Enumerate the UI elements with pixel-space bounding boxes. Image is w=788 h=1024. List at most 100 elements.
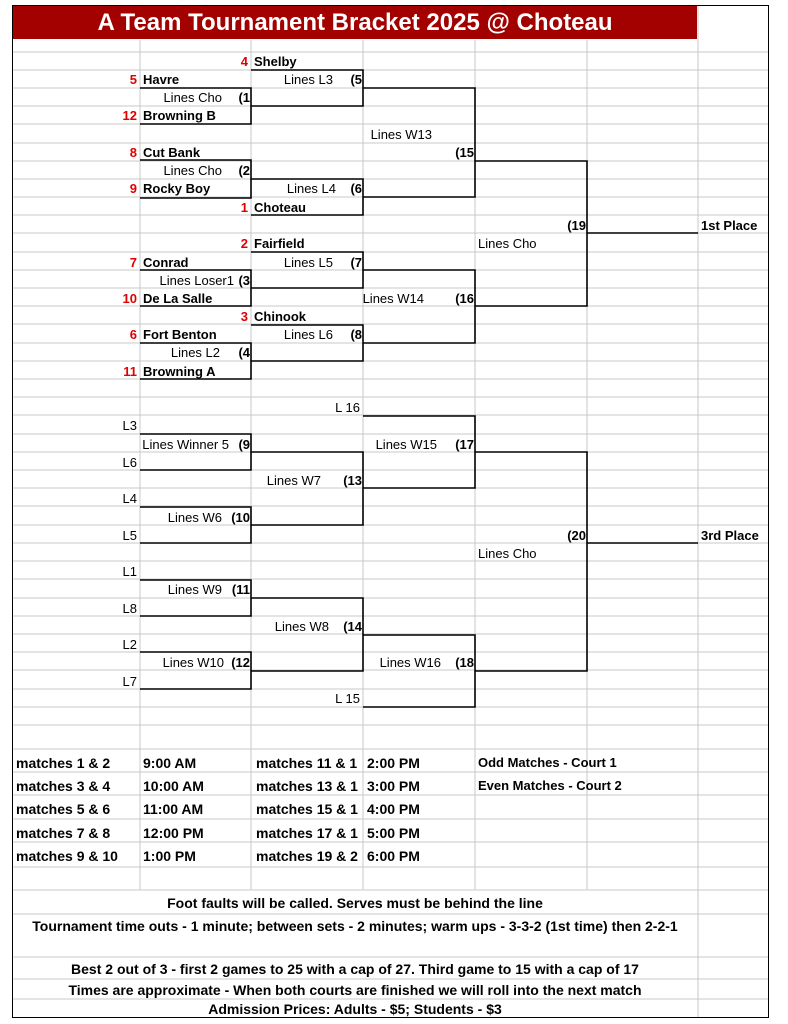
seed: 12: [122, 108, 137, 123]
lines-label: Lines Winner 5: [142, 437, 229, 452]
schedule-match: matches 9 & 10: [16, 848, 118, 864]
match-number: (9: [238, 437, 250, 452]
lines-label: Lines Cho: [163, 90, 222, 105]
lines-label: Lines L6: [283, 327, 333, 342]
schedule-match: matches 13 & 1: [256, 778, 358, 794]
lines-label: Lines Cho: [478, 236, 537, 251]
rule-line: Best 2 out of 3 - first 2 games to 25 wi…: [71, 961, 639, 977]
first-place-label: 1st Place: [701, 218, 758, 233]
match-number: (5: [350, 72, 362, 87]
schedule-match: matches 3 & 4: [16, 778, 111, 794]
seed: 9: [129, 181, 137, 196]
team-name: Shelby: [254, 54, 297, 69]
lines-label: Lines Loser1: [159, 273, 234, 288]
loser-slot: L7: [122, 674, 137, 689]
rule-line: Admission Prices: Adults - $5; Students …: [208, 1001, 502, 1017]
loser-slot: L5: [122, 528, 137, 543]
lines-label: Lines W7: [266, 473, 321, 488]
lines-label: Lines W16: [379, 655, 441, 670]
team-name: Fairfield: [254, 236, 305, 251]
lines-label: Lines L4: [286, 181, 336, 196]
lines-label: Lines L5: [283, 255, 333, 270]
team-name: Chinook: [254, 309, 306, 324]
team-name: Cut Bank: [143, 145, 201, 160]
schedule-time: 1:00 PM: [143, 848, 196, 864]
match-number: (1: [238, 90, 250, 105]
match-number: (11: [231, 582, 250, 597]
seed: 3: [240, 309, 248, 324]
loser-slot: L8: [122, 601, 137, 616]
lines-label: L 15: [335, 691, 360, 706]
match-number: (14: [343, 619, 362, 634]
lines-label: Lines W13: [370, 127, 432, 142]
court-note: Even Matches - Court 2: [478, 778, 622, 793]
schedule-time: 5:00 PM: [367, 825, 420, 841]
schedule-time: 9:00 AM: [143, 755, 197, 771]
seed: 7: [129, 255, 137, 270]
lines-label: Lines Cho: [163, 163, 222, 178]
schedule-match: matches 11 & 1: [256, 755, 358, 771]
team-name: Choteau: [254, 200, 306, 215]
schedule-match: matches 17 & 1: [256, 825, 358, 841]
lines-label: Lines W9: [167, 582, 222, 597]
match-number: (10: [231, 510, 250, 525]
seed: 2: [240, 236, 248, 251]
bracket-lines: [140, 69, 698, 708]
seed: 8: [129, 145, 137, 160]
lines-label: Lines Cho: [478, 546, 537, 561]
match-number: (20: [567, 528, 586, 543]
lines-label: Lines W6: [167, 510, 222, 525]
match-number: (15: [455, 145, 474, 160]
seed: 11: [123, 364, 137, 379]
lines-label: Lines W14: [362, 291, 424, 306]
lines-label: L 16: [335, 400, 360, 415]
schedule-time: 4:00 PM: [367, 801, 420, 817]
rule-line: Foot faults will be called. Serves must …: [167, 895, 543, 911]
schedule-time: 10:00 AM: [143, 778, 204, 794]
team-name: Havre: [143, 72, 180, 87]
seed: 5: [129, 72, 137, 87]
loser-slot: L4: [122, 491, 137, 506]
match-number: (3: [238, 273, 250, 288]
team-name: Fort Benton: [143, 327, 217, 342]
match-number: (8: [350, 327, 362, 342]
seed: 6: [129, 327, 137, 342]
loser-slot: L6: [122, 455, 137, 470]
schedule-match: matches 15 & 1: [256, 801, 358, 817]
schedule-time: 3:00 PM: [367, 778, 420, 794]
lines-label: Lines W10: [162, 655, 224, 670]
match-number: (18: [455, 655, 474, 670]
match-number: (4: [238, 345, 250, 360]
lines-label: Lines W8: [274, 619, 329, 634]
schedule-match: matches 5 & 6: [16, 801, 111, 817]
court-note: Odd Matches - Court 1: [478, 755, 617, 770]
loser-slot: L3: [122, 418, 137, 433]
schedule-match: matches 7 & 8: [16, 825, 111, 841]
match-number: (17: [455, 437, 474, 452]
team-name: Rocky Boy: [143, 181, 211, 196]
team-name: Conrad: [143, 255, 189, 270]
third-place-label: 3rd Place: [701, 528, 759, 543]
rule-line: Times are approximate - When both courts…: [68, 982, 642, 998]
match-number: (2: [238, 163, 250, 178]
lines-label: Lines L3: [283, 72, 333, 87]
lines-label: Lines L2: [170, 345, 220, 360]
schedule-time: 12:00 PM: [143, 825, 204, 841]
match-number: (19: [567, 218, 586, 233]
schedule-time: 2:00 PM: [367, 755, 420, 771]
team-name: Browning B: [143, 108, 216, 123]
seed: 10: [122, 291, 137, 306]
page-title: A Team Tournament Bracket 2025 @ Choteau: [13, 6, 697, 39]
loser-slot: L2: [122, 637, 137, 652]
seed: 4: [240, 54, 248, 69]
loser-slot: L1: [122, 564, 137, 579]
seed: 1: [240, 200, 248, 215]
schedule-time: 6:00 PM: [367, 848, 420, 864]
rule-line: Tournament time outs - 1 minute; between…: [32, 918, 678, 934]
match-number: (6: [350, 181, 362, 196]
lines-label: Lines W15: [375, 437, 437, 452]
schedule-time: 11:00 AM: [143, 801, 204, 817]
match-number: (7: [350, 255, 362, 270]
team-name: De La Salle: [143, 291, 213, 306]
